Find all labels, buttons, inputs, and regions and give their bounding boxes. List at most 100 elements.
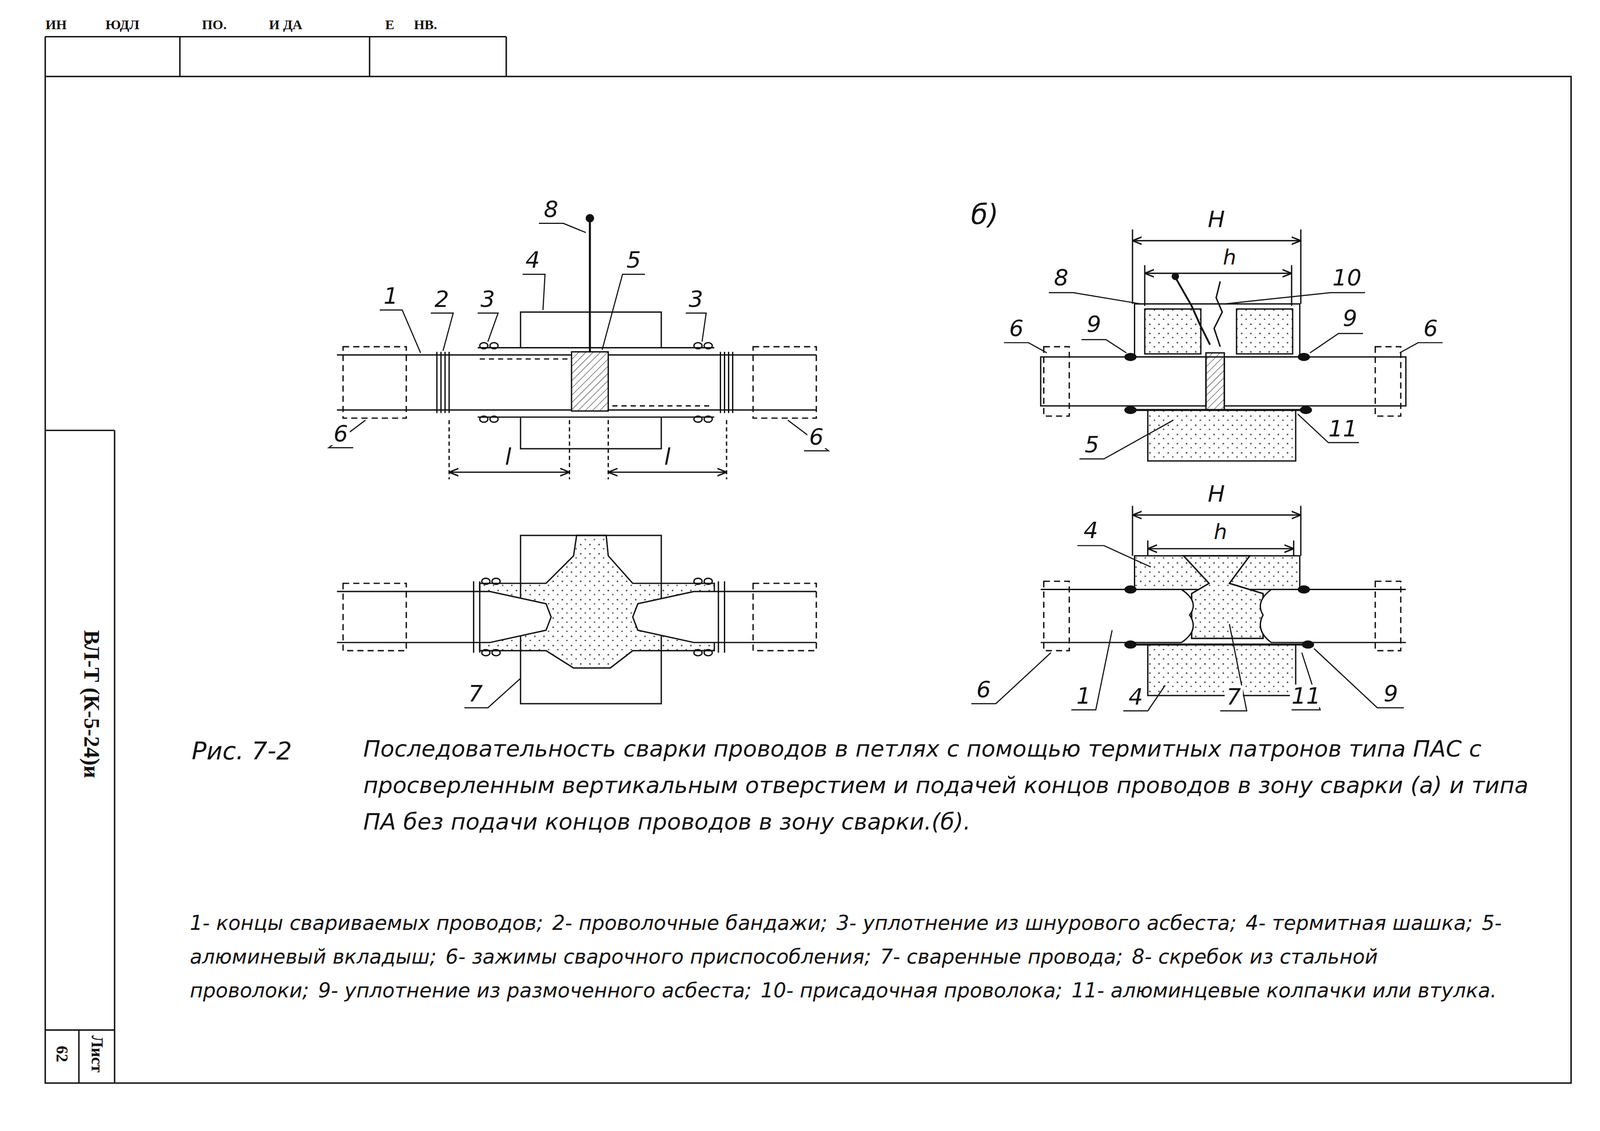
- cartridge-pas-before: [479, 342, 489, 349]
- cartridge-pa-before: [1297, 353, 1310, 362]
- sheet-frame: [44, 36, 47, 77]
- leader-line: [971, 545, 1404, 711]
- callout-number: H: [1205, 207, 1227, 231]
- leader-line: [522, 274, 546, 311]
- cartridge-pa-after: [1040, 589, 1194, 643]
- callout-number: H: [1205, 482, 1227, 506]
- leader-line: [971, 652, 1051, 704]
- callout-number: 4: [523, 248, 542, 272]
- cartridge-pas-before: [608, 409, 817, 411]
- sheet-frame: [77, 1030, 80, 1084]
- cartridge-pa-after: [1132, 505, 1134, 556]
- cartridge-pas-before: [489, 415, 499, 422]
- callout-number: 1: [1074, 684, 1093, 708]
- leader-line: [430, 313, 453, 352]
- cartridge-pa-before: [1124, 353, 1137, 362]
- cartridge-pa-before: [1224, 357, 1406, 406]
- cartridge-pas-before: [337, 409, 572, 411]
- cartridge-pas-before: [568, 420, 571, 480]
- cartridge-pa-before: [1205, 353, 1225, 411]
- cartridge-pa-before: [1134, 303, 1300, 357]
- cartridge-pa-before: [1175, 277, 1211, 345]
- stamp-text: ВЛ-Т (К-5-24)и: [80, 628, 103, 780]
- stamp-header: НВ.: [411, 17, 439, 32]
- leader-line: [379, 310, 421, 354]
- cartridge-pas-before: [704, 415, 713, 422]
- cartridge-pas-after: [492, 649, 501, 656]
- cartridge-pa-before: [1124, 353, 1312, 415]
- cartridge-pas-before: [436, 352, 438, 414]
- cartridge-pas-after: [693, 578, 702, 585]
- callout-number: 11: [1289, 684, 1323, 708]
- cartridge-pas-before: [726, 420, 728, 480]
- cartridge-pas-after: [704, 649, 713, 656]
- cartridge-pa-after: [1183, 555, 1263, 639]
- cartridge-pa-after: [1148, 644, 1296, 696]
- leader-line: [328, 420, 366, 448]
- callout-number: h: [1211, 521, 1229, 543]
- cartridge-pas-before: [693, 342, 702, 349]
- cartridge-pas-before: [477, 348, 715, 418]
- cartridge-pas-before: [449, 471, 570, 473]
- callout-number: 9: [1084, 312, 1103, 336]
- cartridge-pa-after: [1297, 585, 1310, 594]
- callout-number: 6: [974, 678, 993, 702]
- cartridge-pas-before: [571, 352, 609, 412]
- legend-item: 3- уплотнение из шнурового асбеста;: [836, 911, 1237, 935]
- leader-line: [602, 274, 645, 350]
- leader-line: [1003, 292, 1443, 460]
- cartridge-pas-before: [477, 416, 715, 418]
- legend-item: 7- сваренные провода;: [880, 945, 1123, 969]
- cartridge-pas-after: [337, 535, 817, 704]
- cartridge-pa-before: [1290, 264, 1293, 306]
- cartridge-pa-before: [1148, 410, 1296, 462]
- cartridge-pas-before: [608, 354, 817, 356]
- cartridge-pas-before: [444, 352, 446, 414]
- stamp-header: И ДА: [267, 17, 305, 32]
- cartridge-pa-before: [1172, 273, 1179, 280]
- cartridge-pa-after: [1260, 589, 1406, 643]
- cartridge-pas-before: [704, 342, 713, 349]
- cartridge-pa-after: [1148, 548, 1294, 550]
- leader-line: [1049, 292, 1141, 305]
- leader-line: [1071, 630, 1112, 710]
- cartridge-pas-before: [608, 471, 727, 473]
- legend-item: 10- присадочная проволока;: [760, 978, 1063, 1003]
- legend-text: 1- концы свариваемых проводов;2- проволо…: [189, 906, 1527, 1008]
- callout-number: б): [969, 200, 1001, 229]
- cartridge-pas-before: [727, 352, 730, 414]
- cartridge-pas-before: [586, 214, 594, 223]
- cartridge-pa-before: [1299, 405, 1313, 415]
- cartridge-pa-after: [1301, 640, 1315, 649]
- cartridge-pas-before: [337, 354, 572, 356]
- cartridge-pas-after: [337, 591, 552, 643]
- sheet-frame: [179, 36, 181, 77]
- cartridge-pa-after: [1124, 640, 1137, 649]
- callout-number: 4: [1126, 685, 1145, 709]
- callout-number: 4: [1081, 519, 1101, 542]
- sheet-frame: [45, 36, 1571, 1084]
- cartridge-pa-before: [1236, 309, 1293, 354]
- cartridge-pa-before: [1043, 346, 1070, 416]
- sheet-frame: [114, 430, 116, 1084]
- callout-number: 6: [1421, 316, 1440, 340]
- callout-number: 8: [1052, 266, 1071, 290]
- cartridge-pas-after: [342, 583, 407, 651]
- leader-line: [1081, 339, 1127, 354]
- sheet-frame: [45, 36, 507, 38]
- legend-item: 11- алюминцевые колпачки или втулка.: [1071, 978, 1497, 1003]
- legend-item: 9- уплотнение из размоченного асбеста;: [317, 978, 752, 1003]
- callout-number: l: [662, 445, 673, 469]
- cartridge-pas-after: [753, 583, 817, 651]
- cartridge-pa-after: [1183, 555, 1263, 639]
- leader-line: [539, 223, 587, 233]
- cartridge-pas-after: [481, 578, 490, 585]
- stamp-text: Лист: [88, 1033, 106, 1075]
- leader-line: [477, 313, 499, 343]
- stamp-header: ПО.: [200, 17, 229, 32]
- cartridge-pa-after: [1124, 585, 1315, 650]
- leader-line: [1309, 333, 1363, 353]
- cartridge-pas-before: [477, 347, 715, 349]
- callout-number: h: [1220, 246, 1238, 268]
